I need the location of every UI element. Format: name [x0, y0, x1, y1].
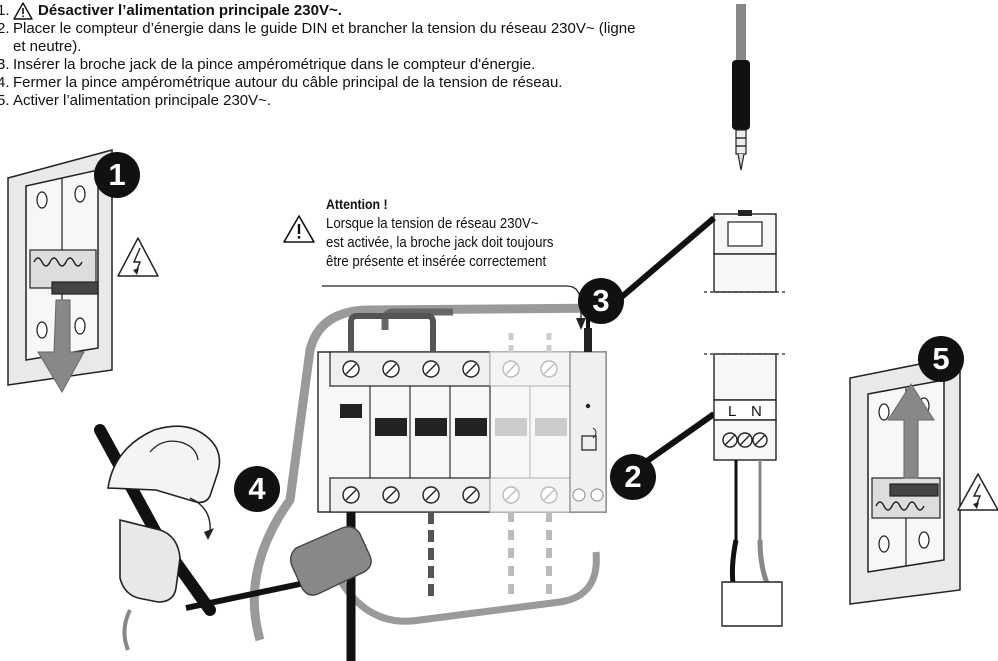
- step-badge-2: 2: [610, 454, 656, 500]
- step-text: Activer l’alimentation principale 230V~.: [13, 92, 272, 109]
- instruction-step-5: 5. Activer l’alimentation principale 230…: [0, 92, 717, 110]
- distribution-board: [249, 303, 611, 661]
- instruction-step-4: 4. Fermer la pince ampérométrique autour…: [0, 74, 717, 92]
- instruction-list: 1. Désactiver l’alimentation principale …: [0, 2, 717, 110]
- step-text: Désactiver l’alimentation principale 230…: [38, 2, 342, 19]
- circuit-breaker-icon: [7, 149, 113, 394]
- attention-line: être présente et insérée correctement: [326, 253, 547, 270]
- attention-message: Lorsque la tension de réseau 230V~ est a…: [326, 214, 616, 271]
- warning-triangle-icon: [283, 215, 315, 243]
- circuit-breaker-icon: [849, 355, 961, 605]
- attention-line: Lorsque la tension de réseau 230V~: [326, 215, 539, 232]
- terminal-label-live: L: [728, 403, 736, 420]
- instruction-step-1: 1. Désactiver l’alimentation principale …: [0, 2, 717, 20]
- attention-title: Attention !: [326, 196, 388, 212]
- instruction-step-3: 3. Insérer la broche jack de la pince am…: [0, 56, 717, 74]
- step-badge-5: 5: [918, 336, 964, 382]
- step-number: 1.: [0, 2, 10, 19]
- step-badge-1: 1: [94, 152, 140, 198]
- step-number: 5.: [0, 92, 10, 109]
- step-text: Insérer la broche jack de la pince ampér…: [13, 56, 536, 73]
- electric-shock-icon: [957, 473, 998, 511]
- attention-line: est activée, la broche jack doit toujour…: [326, 234, 554, 251]
- step-text: Placer le compteur d’énergie dans le gui…: [13, 20, 636, 55]
- step-badge-3: 3: [578, 278, 624, 324]
- step-number: 3.: [0, 56, 10, 73]
- step-badge-4: 4: [234, 466, 280, 512]
- current-clamp-icon: [94, 424, 221, 651]
- electric-shock-icon: [117, 237, 159, 277]
- jack-plug-icon: [704, 4, 786, 293]
- instruction-step-2: 2. Placer le compteur d’énergie dans le …: [0, 20, 717, 56]
- terminal-label-neutral: N: [751, 403, 762, 420]
- warning-triangle-icon: [13, 2, 33, 20]
- step-text: Fermer la pince ampérométrique autour du…: [13, 74, 563, 91]
- step-number: 4.: [0, 74, 10, 91]
- step-number: 2.: [0, 20, 10, 37]
- line-neutral-terminal: L N: [704, 353, 786, 627]
- energy-meter-icon: [569, 300, 607, 513]
